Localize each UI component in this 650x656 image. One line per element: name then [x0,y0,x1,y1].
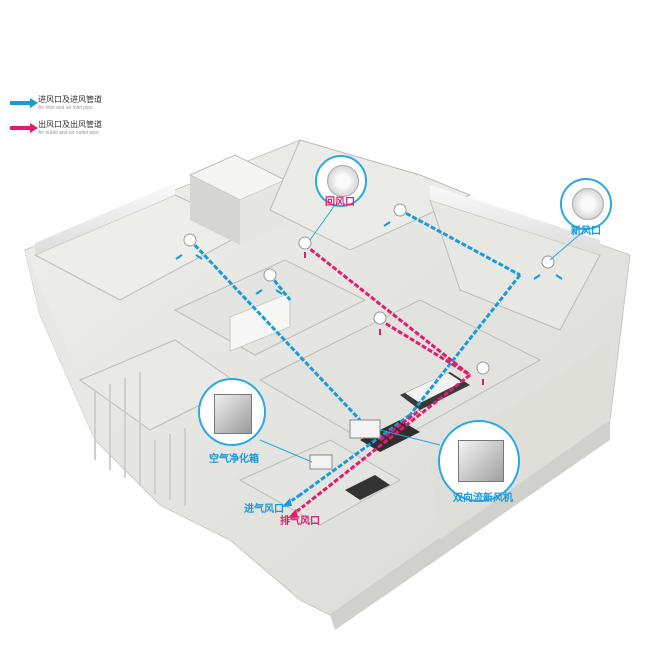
bottom-furniture [345,475,390,500]
inlet-pipes [188,208,522,497]
legend-outlet-zh: 出风口及出风管道 [38,120,102,129]
legend-inlet-arrow [10,98,38,108]
inlet-pipe-3 [408,274,522,416]
legend-inlet-en: Air inlet and air inlet pipe [38,105,93,111]
intake-arrows [282,493,301,507]
leader-purifier [259,439,313,463]
outer-wall-bottom [330,420,610,630]
bidirectional-unit-image [458,440,504,482]
legend-outlet-en: Air outlet and air outlet pipe [38,130,99,136]
outlet-pipe-2 [379,318,471,377]
purifier-box-label: 空气净化箱 [209,454,259,465]
intake-vent-label: 进气风口 [244,504,284,515]
fresh-vent-callout [560,178,612,230]
bidirectional-unit-callout [438,420,520,502]
exhaust-vent-label: 排气风口 [280,516,320,527]
legend-outlet-arrow [10,123,38,133]
outlet-pipe-4 [379,408,421,442]
room-right-wall [430,185,600,255]
bidirectional-unit [349,419,381,439]
purifier-box-unit [309,454,333,470]
fresh-vent-label: 新风口 [571,226,601,237]
apartment-model [24,139,631,630]
return-vent-image [327,165,359,197]
dining-table [360,420,420,452]
shaft-side [190,175,240,245]
leader-fresh [549,229,586,261]
bottom-room [238,439,402,526]
outlet-pipe-3 [304,373,471,507]
shaft-front [240,180,285,245]
vent-1 [175,233,203,260]
inlet-pipe-1 [188,238,362,422]
return-vent-callout [315,155,367,207]
inlet-pipe-2 [399,208,521,277]
room-back-left-wall [35,183,175,255]
inlet-pipe-4 [299,413,411,497]
vent-4 [383,203,407,227]
vent-2 [255,268,283,295]
return-vent-label: 回风口 [325,197,355,208]
exhaust-arrows [288,503,306,518]
vent-6 [373,311,387,335]
legend-inlet-zh: 进风口及进风管道 [38,95,102,104]
inlet-pipe-5 [268,274,292,301]
purifier-box-image [214,394,252,434]
vent-7 [476,361,490,385]
outlet-pipe-1 [304,243,471,377]
leader-bidirectional [379,429,441,446]
sofa-cushion [405,373,462,403]
bed [229,292,291,352]
bidirectional-unit-label: 双向流新风机 [453,493,513,504]
fresh-vent-image [572,188,604,220]
vent-3 [298,236,312,258]
outlet-pipes [304,243,471,507]
purifier-box-callout [198,378,266,446]
balcony-railing [94,372,186,506]
outer-wall-left [25,250,95,440]
leader-return [309,204,336,241]
room-right [429,199,601,331]
